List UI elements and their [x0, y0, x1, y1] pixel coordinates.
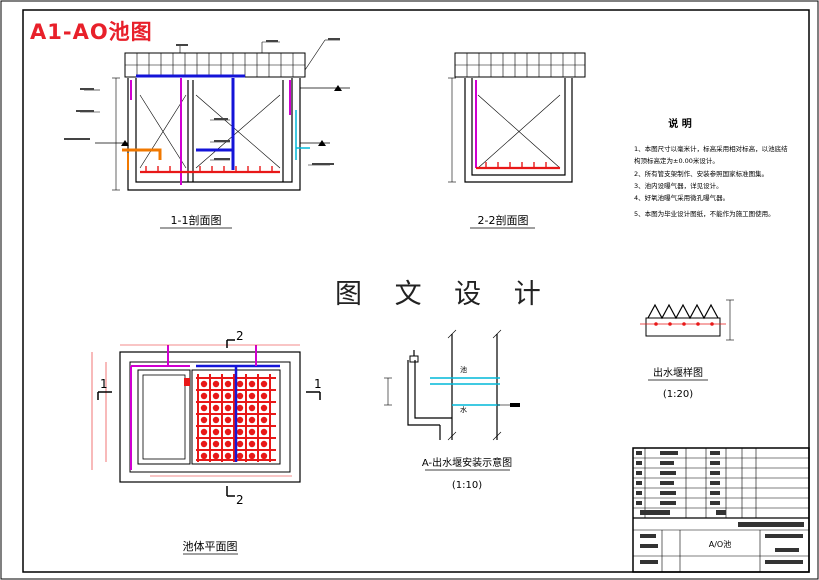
- section-2-2-title: 2-2剖面图: [478, 213, 529, 227]
- notes-item-1: 1、本图尺寸以毫米计，标高采用相对标高，以池底结: [634, 144, 788, 153]
- notes-item-1b: 构顶标高定为±0.00米设计。: [634, 156, 719, 165]
- drawing-center-title: 图 文 设 计: [335, 279, 553, 310]
- drawing-corner-title: A1-AO池图: [30, 20, 153, 44]
- weir-sample-scale: (1:20): [663, 389, 693, 400]
- outlet-detail-title: A-出水堰安装示意图: [422, 456, 512, 469]
- notes-item-2: 2、所有管支架制作、安装参照国家标准图集。: [634, 169, 768, 178]
- inner-border: [22, 9, 810, 573]
- notes-title: 说 明: [668, 117, 691, 130]
- section-2-2-view: [448, 52, 586, 229]
- section-1-1-view: [64, 38, 350, 229]
- outlet-label-outside: 水: [460, 405, 467, 414]
- section-mark-2-bottom: 2: [236, 493, 244, 507]
- section-1-1-title: 1-1剖面图: [171, 213, 222, 227]
- section-mark-2-top: 2: [236, 329, 244, 343]
- outlet-detail-scale: (1:10): [452, 480, 482, 491]
- plan-view-title: 池体平面图: [183, 539, 238, 553]
- weir-sample-title: 出水堰样图: [653, 366, 703, 379]
- weir-teeth: [647, 303, 719, 320]
- section-mark-1-left: 1: [100, 377, 108, 391]
- plan-view: [91, 339, 321, 555]
- section-mark-1-right: 1: [314, 377, 322, 391]
- title-block-drawing-name: A/O池: [709, 539, 731, 549]
- title-block: [632, 447, 810, 573]
- title-block-fills: [636, 451, 804, 564]
- notes-item-4: 4、好氧池曝气采用微孔曝气器。: [634, 193, 729, 202]
- notes-item-3: 3、池内设曝气器，详见设计。: [634, 181, 723, 190]
- weir-sample-view: [640, 299, 734, 381]
- notes-item-5: 5、本图为毕业设计图纸，不能作为施工图使用。: [634, 209, 775, 218]
- outlet-label-inside: 池: [460, 365, 467, 374]
- outlet-detail-view: [384, 329, 520, 471]
